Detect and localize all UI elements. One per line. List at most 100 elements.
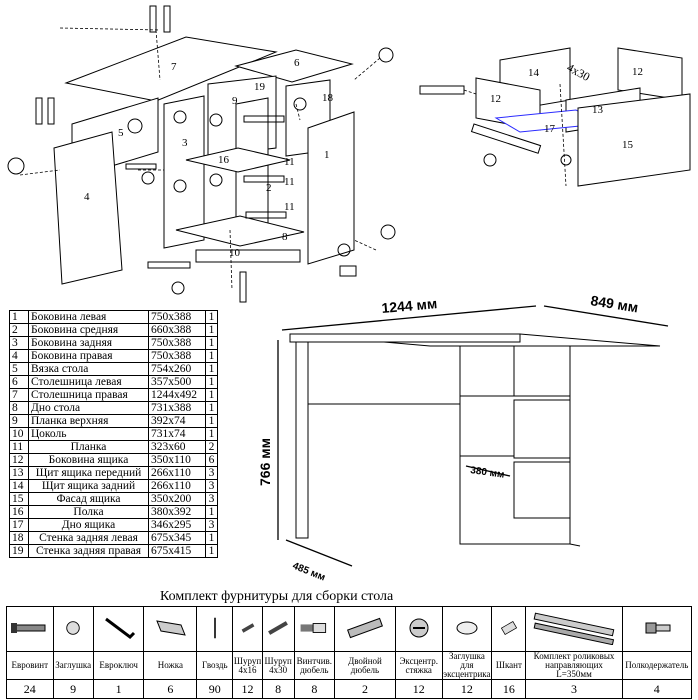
parts-cell-name: Боковина задняя — [28, 336, 149, 350]
parts-cell-name: Вязка стола — [28, 362, 149, 376]
parts-cell-size: 357x500 — [148, 375, 206, 389]
parts-cell-n: 8 — [9, 401, 29, 415]
parts-cell-qty: 1 — [205, 323, 218, 337]
parts-cell-name: Стенка задняя левая — [28, 531, 149, 545]
hardware-qty: 90 — [196, 679, 234, 699]
parts-cell-n: 5 — [9, 362, 29, 376]
parts-cell-name: Боковина средняя — [28, 323, 149, 337]
parts-cell-qty: 1 — [205, 414, 218, 428]
desk-top-front — [289, 333, 521, 343]
hardware-qty: 6 — [143, 679, 198, 699]
parts-cell-qty: 1 — [205, 531, 218, 545]
parts-cell-name: Полка — [28, 505, 149, 519]
parts-cell-n: 14 — [9, 479, 29, 493]
parts-cell-n: 4 — [9, 349, 29, 363]
shelf-pin-icon — [645, 622, 671, 634]
parts-cell-size: 266x110 — [148, 466, 206, 480]
hardware-icon-cell — [143, 606, 198, 652]
cap-icon — [66, 621, 80, 635]
parts-cell-qty: 1 — [205, 388, 218, 402]
exploded-label: 1 — [324, 149, 330, 161]
hardware-title: Комплект фурнитуры для сборки стола — [160, 589, 394, 604]
hardware-icon-cell — [52, 606, 94, 652]
parts-cell-qty: 3 — [205, 466, 218, 480]
hardware-name: Заглушка для эксцентрика — [441, 651, 493, 680]
parts-cell-size: 266x110 — [148, 479, 206, 493]
hex-key-icon — [104, 617, 135, 639]
hardware-icon-cell — [232, 606, 263, 652]
parts-cell-size: 750x388 — [148, 336, 206, 350]
exploded-label: 16 — [218, 154, 230, 166]
hardware-name: Двойной дюбель — [333, 651, 396, 680]
dim-shelf: 380 мм — [470, 465, 505, 481]
foot-icon — [156, 620, 187, 636]
cam-lock-icon — [409, 618, 429, 638]
parts-cell-qty: 1 — [205, 544, 218, 558]
hardware-qty: 3 — [525, 679, 623, 699]
hardware-qty: 12 — [394, 679, 443, 699]
hardware-name: Евровинт — [6, 651, 54, 680]
drawer-label: 12 — [632, 66, 643, 78]
parts-cell-n: 1 — [9, 310, 29, 324]
hardware-name: Эксцентр. стяжка — [394, 651, 443, 680]
hardware-icon-cell — [196, 606, 234, 652]
hardware-icon-cell — [261, 606, 295, 652]
hardware-name: Заглушка — [52, 651, 94, 680]
hardware-name: Евроключ — [92, 651, 145, 680]
dim-side-depth: 485 мм — [291, 561, 327, 584]
parts-cell-qty: 6 — [205, 453, 218, 467]
double-dowel-icon — [347, 617, 383, 639]
part-4-side-right — [53, 131, 123, 285]
hardware-icon-cell — [621, 606, 693, 652]
hardware-name: Полкодержатель — [621, 651, 693, 680]
desk-left-side — [295, 341, 309, 539]
parts-cell-name: Дно стола — [28, 401, 149, 415]
parts-cell-size: 392x74 — [148, 414, 206, 428]
parts-cell-name: Фасад ящика — [28, 492, 149, 506]
drawer-label: 17 — [544, 123, 556, 135]
parts-cell-name: Боковина ящика — [28, 453, 149, 467]
parts-cell-name: Стенка задняя правая — [28, 544, 149, 558]
parts-cell-n: 2 — [9, 323, 29, 337]
part-16-shelf — [185, 147, 291, 173]
drawer-label: 14 — [528, 67, 540, 79]
hardware-name: Гвоздь — [196, 651, 234, 680]
parts-cell-size: 754x260 — [148, 362, 206, 376]
screw-long-icon — [268, 621, 289, 635]
part-10-plinth — [195, 249, 301, 263]
hardware-name: Ножка — [143, 651, 198, 680]
parts-cell-qty: 1 — [205, 349, 218, 363]
drawer-label: 12 — [490, 93, 501, 105]
parts-cell-n: 12 — [9, 453, 29, 467]
hardware-icon-cell — [92, 606, 145, 652]
parts-cell-size: 750x388 — [148, 349, 206, 363]
exploded-label: 7 — [171, 61, 177, 73]
screw-dowel-icon — [300, 623, 327, 633]
parts-cell-n: 11 — [9, 440, 29, 454]
hardware-name: Комплект роликовых направляющих L=350мм — [525, 651, 623, 680]
drawer-part-15 — [577, 93, 691, 187]
parts-cell-size: 675x415 — [148, 544, 206, 558]
hardware-qty: 4 — [621, 679, 693, 699]
eurovint-icon — [10, 623, 46, 633]
hardware-icon-cell — [333, 606, 396, 652]
parts-cell-size: 675x345 — [148, 531, 206, 545]
parts-cell-qty: 1 — [205, 505, 218, 519]
hardware-name: Шкант — [491, 651, 527, 680]
parts-cell-qty: 1 — [205, 310, 218, 324]
parts-cell-size: 731x388 — [148, 401, 206, 415]
dim-depth: 849 мм — [590, 292, 640, 315]
dowel-icon — [500, 620, 517, 636]
exploded-label: 19 — [254, 81, 266, 93]
